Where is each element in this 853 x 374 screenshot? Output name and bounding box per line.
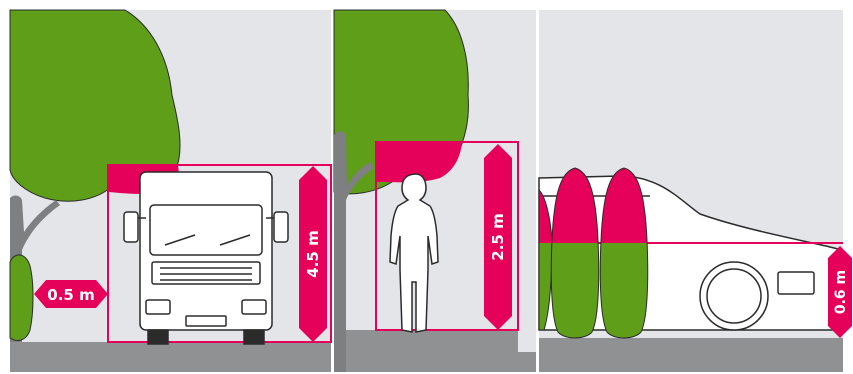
height-clearance-label: 2.5 m: [489, 213, 507, 260]
panel-truck: 0.5 m 4.5 m: [10, 10, 331, 372]
height-clearance-marker: 2.5 m: [484, 144, 512, 330]
bush: [10, 255, 33, 340]
truck: [124, 172, 288, 344]
sidewalk: [334, 330, 536, 372]
car-headlight: [778, 272, 814, 294]
height-limit-label: 0.6 m: [833, 270, 849, 314]
side-clearance-marker: 0.5 m: [34, 280, 108, 308]
height-limit-marker: 0.6 m: [828, 246, 852, 338]
car-wheel: [700, 262, 768, 330]
panel-car: 0.6 m: [539, 10, 852, 372]
road: [539, 338, 843, 372]
side-clearance-label: 0.5 m: [47, 286, 94, 304]
height-clearance-marker: 4.5 m: [299, 166, 327, 342]
ground: [10, 342, 331, 372]
panel-pedestrian: 2.5 m: [334, 10, 536, 372]
height-clearance-label: 4.5 m: [304, 230, 322, 277]
